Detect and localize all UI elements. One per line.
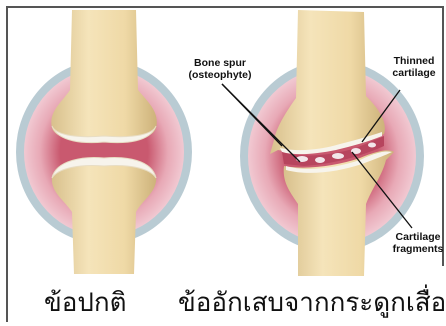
thinned-cartilage-label: cartilage (392, 67, 435, 79)
osteoarthritis-joint-caption: ข้ออักเสบจากกระดูกเสื่อม (178, 282, 446, 323)
normal-joint-caption: ข้อปกติ (44, 282, 127, 323)
bone-spur-label: Bone spur (194, 57, 246, 69)
thinned-label: Thinned (394, 55, 435, 67)
osteophyte-label: (osteophyte) (189, 69, 252, 81)
normal-joint (16, 10, 192, 274)
fragments-cartilage-label: Cartilage (396, 231, 441, 243)
fragments-label: fragments (393, 243, 444, 255)
